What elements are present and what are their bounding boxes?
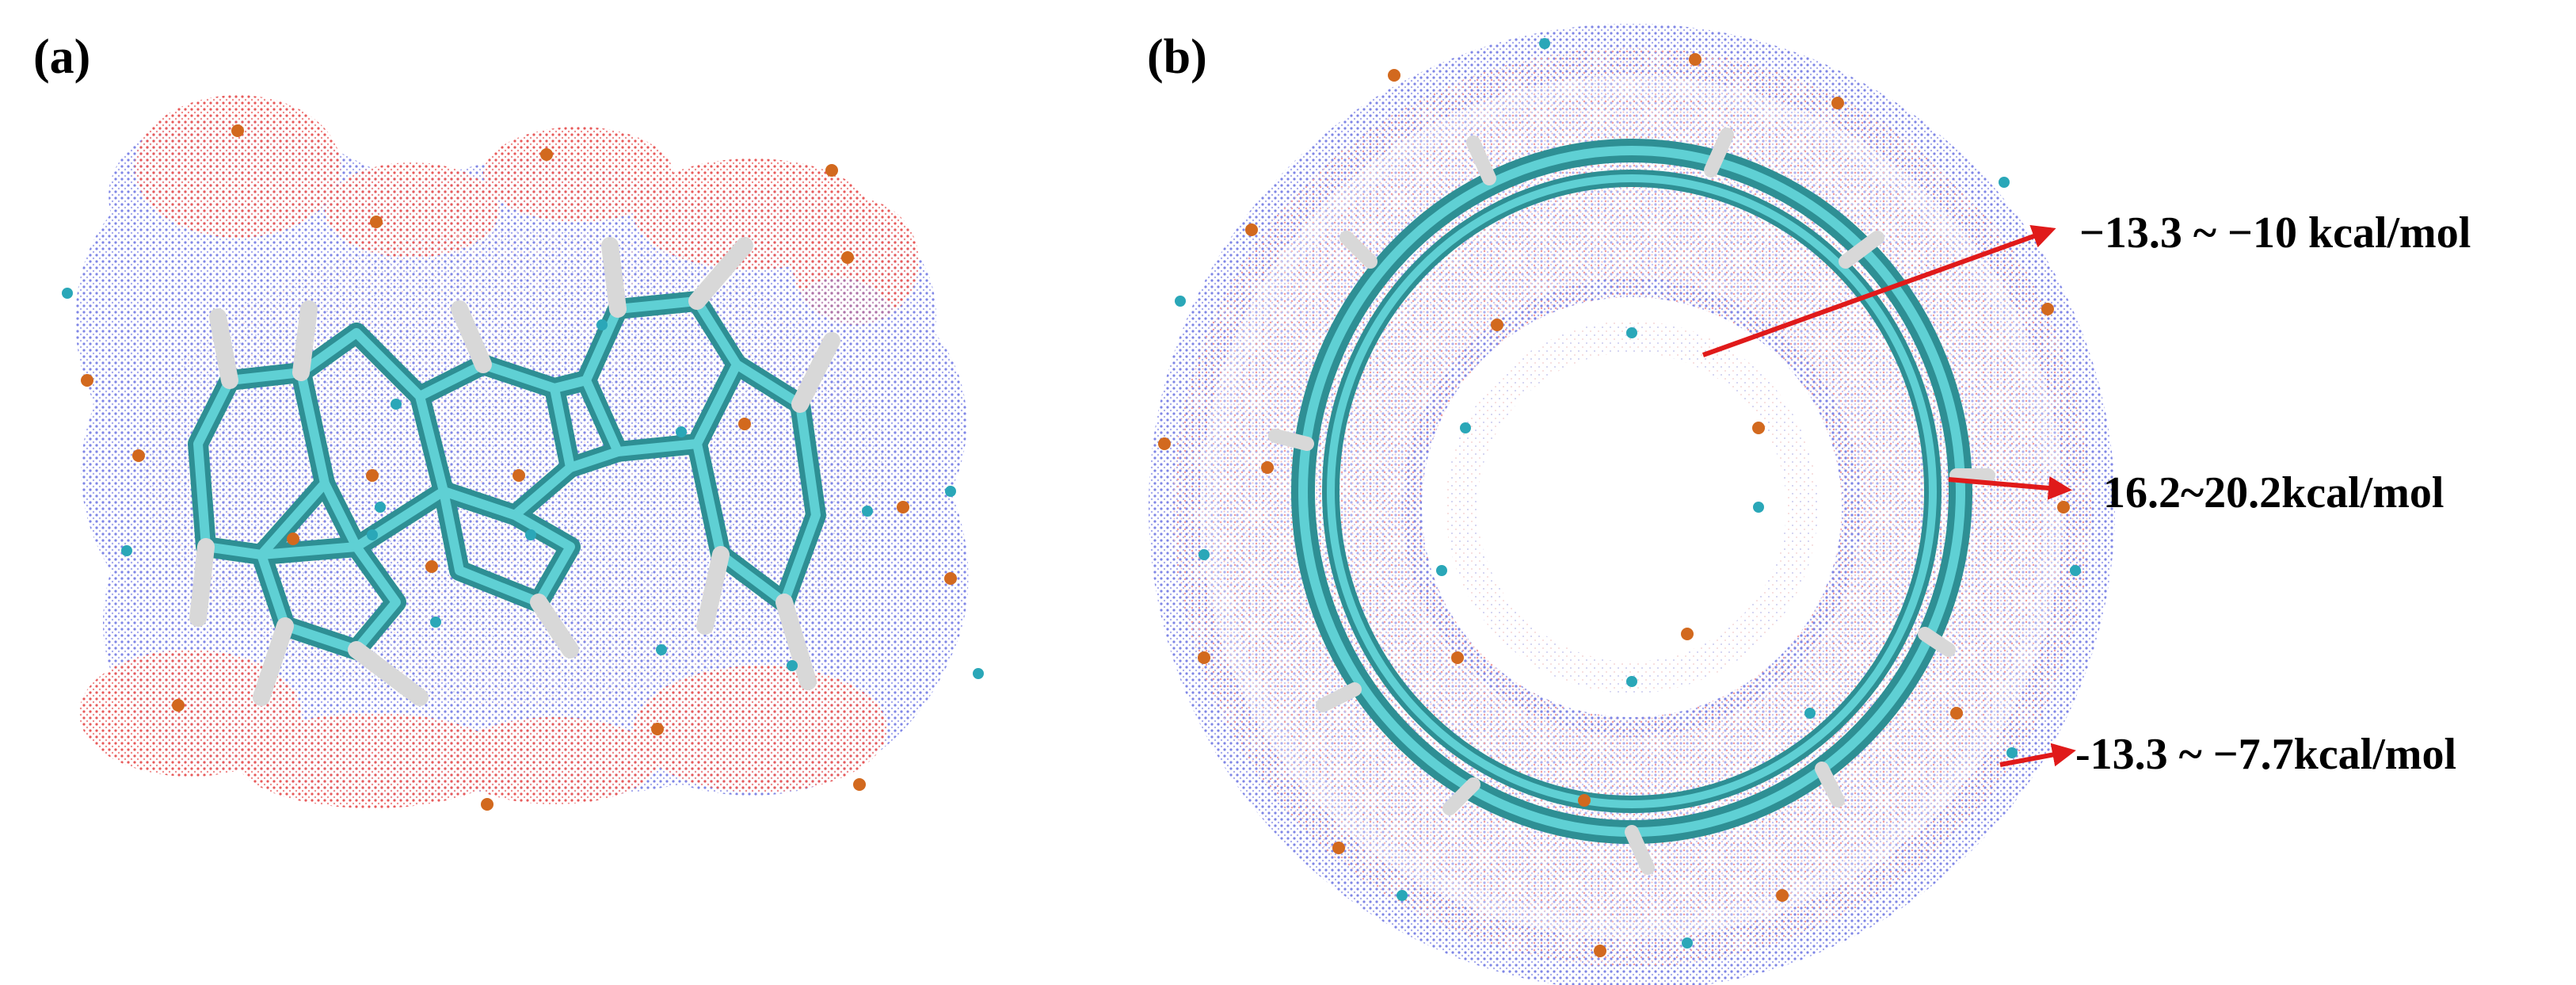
- annotation-ring-surface: 16.2~20.2kcal/mol: [2103, 468, 2444, 517]
- critical-points-a: [62, 124, 984, 811]
- molecule-b: [1268, 128, 1995, 875]
- arrow-outer-surface: [1999, 743, 2076, 767]
- annotation-arrows: [1701, 224, 2076, 767]
- panel-b-label: (b): [1147, 30, 1207, 84]
- arrow-inner-cavity: [1701, 224, 2056, 357]
- panel-a: (a): [33, 30, 984, 811]
- annotation-outer-surface: -13.3 ~ −7.7kcal/mol: [2075, 730, 2456, 779]
- annotation-inner-cavity: −13.3 ~ −10 kcal/mol: [2079, 208, 2471, 258]
- critical-points-b: [1158, 38, 2081, 957]
- panel-a-label: (a): [33, 30, 90, 84]
- molecule-a: [188, 237, 840, 706]
- arrow-ring-surface: [1948, 475, 2072, 500]
- molecular-surface-a: [75, 95, 969, 808]
- panel-b: (b): [1147, 24, 2471, 985]
